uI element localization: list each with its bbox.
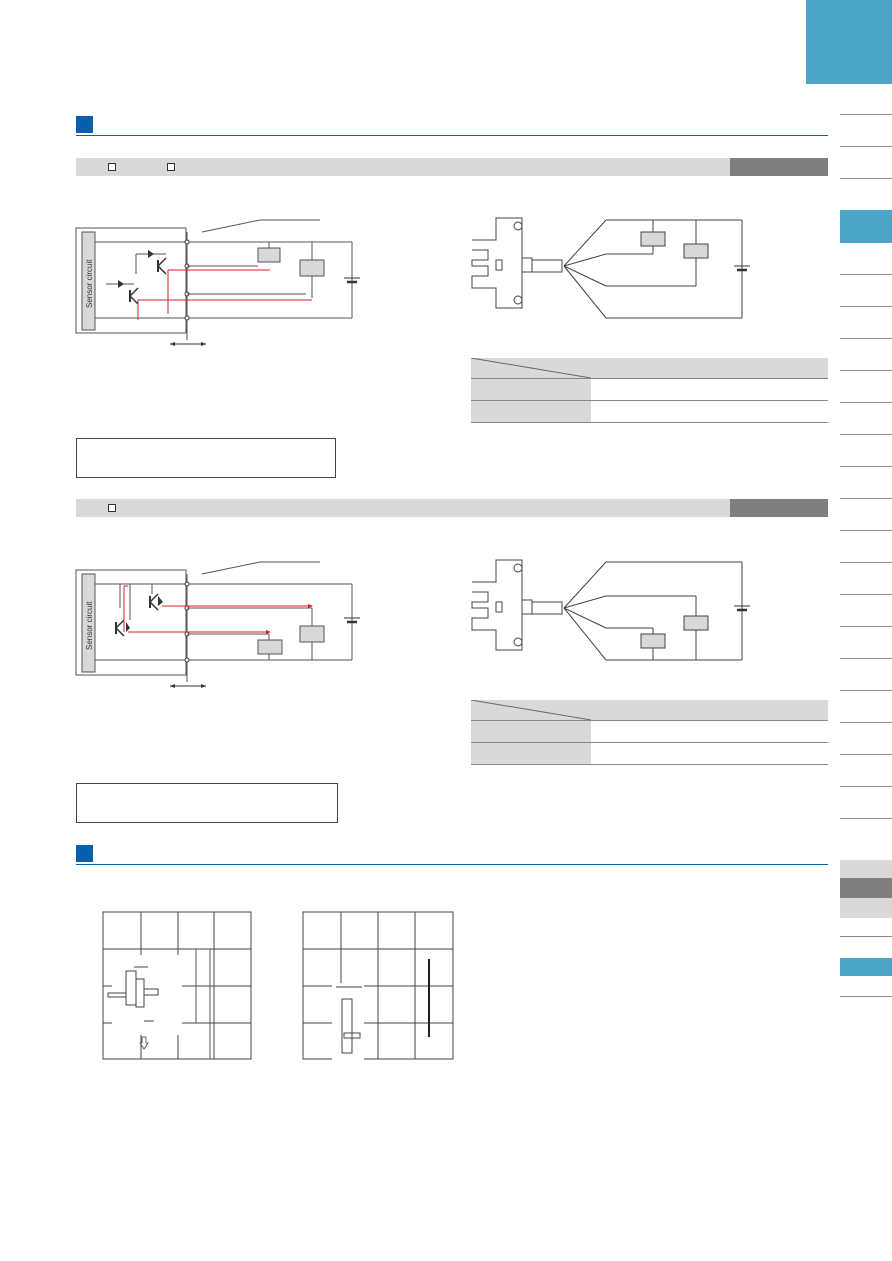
table-header-cell xyxy=(591,700,710,721)
sensor-wiring-diagram xyxy=(471,559,750,661)
side-tab-active[interactable] xyxy=(840,210,892,243)
diagonal-rule xyxy=(471,358,591,378)
side-divider xyxy=(840,306,892,307)
side-divider xyxy=(840,722,892,723)
side-divider xyxy=(840,370,892,371)
table-cell xyxy=(709,378,828,401)
table-corner-cell xyxy=(471,358,591,379)
side-tab-grey[interactable] xyxy=(840,898,892,918)
side-divider xyxy=(840,146,892,147)
side-divider xyxy=(840,434,892,435)
circuit-diagram-pnp: Sensor circuit xyxy=(75,561,360,688)
table-row-header xyxy=(471,378,591,401)
subsection-bar xyxy=(76,499,828,517)
bar-end-block xyxy=(730,499,828,517)
side-divider xyxy=(840,114,892,115)
table-corner-cell xyxy=(471,700,591,721)
table-row-header xyxy=(471,720,591,743)
side-divider xyxy=(840,178,892,179)
side-divider xyxy=(840,786,892,787)
note-box xyxy=(76,438,336,478)
diagonal-rule xyxy=(471,700,591,720)
table-cell xyxy=(591,742,710,765)
side-divider xyxy=(840,658,892,659)
output-table xyxy=(471,358,828,423)
output-table xyxy=(471,700,828,765)
table-header-cell xyxy=(709,358,828,379)
circuit-diagram-npn: Sensor circuit xyxy=(75,219,360,346)
side-tab-active[interactable] xyxy=(840,958,892,976)
table-header-cell xyxy=(709,700,828,721)
side-divider xyxy=(840,562,892,563)
table-cell xyxy=(591,378,710,401)
section-rule xyxy=(76,135,828,136)
table-cell xyxy=(709,720,828,743)
side-tab-grey[interactable] xyxy=(840,860,892,878)
sensor-circuit-label: Sensor circuit xyxy=(85,259,94,308)
table-cell xyxy=(709,742,828,765)
side-divider xyxy=(840,818,892,819)
side-divider xyxy=(840,498,892,499)
side-divider xyxy=(840,594,892,595)
table-row-header xyxy=(471,400,591,423)
subsection-bar xyxy=(76,158,828,176)
bar-end-block xyxy=(730,158,828,176)
side-divider xyxy=(840,466,892,467)
note-box xyxy=(76,783,338,823)
checkbox-icon xyxy=(108,504,116,512)
checkbox-icon xyxy=(167,163,175,171)
sensor-circuit-label: Sensor circuit xyxy=(85,601,94,650)
checkbox-icon xyxy=(108,163,116,171)
table-header-cell xyxy=(591,358,710,379)
side-divider xyxy=(840,754,892,755)
characteristic-graph-2 xyxy=(302,911,454,1062)
characteristic-graph-1 xyxy=(102,911,252,1060)
side-divider xyxy=(840,690,892,691)
side-tab-top[interactable] xyxy=(806,0,892,84)
side-divider xyxy=(840,626,892,627)
side-divider xyxy=(840,402,892,403)
table-cell xyxy=(591,720,710,743)
side-tab-dark[interactable] xyxy=(840,878,892,898)
side-divider xyxy=(840,338,892,339)
section-marker xyxy=(76,845,93,862)
side-divider xyxy=(840,936,892,937)
table-cell xyxy=(709,400,828,423)
section-marker xyxy=(76,116,93,133)
section-rule xyxy=(76,864,828,865)
table-row-header xyxy=(471,742,591,765)
side-divider xyxy=(840,530,892,531)
sensor-wiring-diagram xyxy=(471,217,750,319)
side-divider xyxy=(840,274,892,275)
side-divider xyxy=(840,996,892,997)
table-cell xyxy=(591,400,710,423)
